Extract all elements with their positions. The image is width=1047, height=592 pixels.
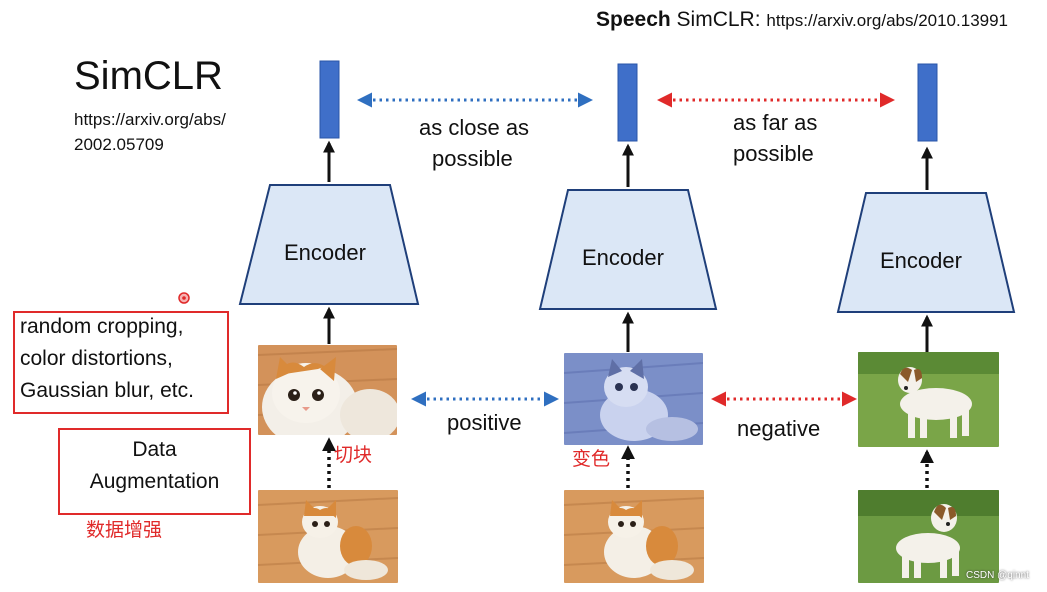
data-aug-line-1: Data — [132, 438, 177, 461]
aug-line-1: random cropping, — [20, 315, 184, 338]
blue-tinted-cat-photo-icon — [564, 353, 703, 445]
dog-bottom-photo — [858, 490, 999, 583]
positive-label: positive — [447, 410, 522, 435]
embedding-bar-1 — [319, 60, 340, 139]
cat-original-photo-2 — [564, 490, 704, 583]
data-augmentation-box: Data Augmentation — [58, 428, 251, 515]
encoder-label-3: Encoder — [880, 248, 962, 273]
embedding-bar-2 — [617, 63, 638, 142]
encoder-shape-3 — [836, 192, 1016, 313]
simclr-title: SimCLR — [74, 54, 223, 98]
speech-rest: SimCLR: — [670, 8, 767, 31]
cat-colored-photo — [564, 353, 703, 445]
annotation-color: 变色 — [572, 449, 611, 470]
speech-url[interactable]: https://arxiv.org/abs/2010.13991 — [766, 11, 1009, 30]
negative-label: negative — [737, 416, 821, 441]
cat-crop-photo — [258, 345, 397, 435]
far-label-line1: as far as — [733, 110, 818, 135]
dog-photo-icon — [858, 352, 999, 447]
watermark: CSDN @qinnt — [966, 570, 1029, 581]
cat-original-photo-1 — [258, 490, 398, 583]
annotation-crop: 切块 — [334, 445, 373, 466]
cursor-dot-core — [182, 296, 186, 300]
close-label-line1: as close as — [419, 115, 530, 140]
augmentation-methods-box: random cropping, color distortions, Gaus… — [13, 311, 229, 414]
data-aug-line-2: Augmentation — [89, 470, 220, 493]
embedding-bar-3 — [917, 63, 938, 142]
cat-photo-icon — [258, 490, 398, 583]
aug-line-3: Gaussian blur, etc. — [20, 379, 194, 402]
annotation-data-aug: 数据增强 — [86, 520, 163, 541]
encoder-label-1: Encoder — [284, 240, 366, 265]
speech-bold: Speech — [596, 8, 671, 31]
far-label-line2: possible — [733, 141, 814, 166]
simclr-url-line1[interactable]: https://arxiv.org/abs/ — [74, 110, 226, 129]
aug-line-2: color distortions, — [20, 347, 173, 370]
close-label-line2: possible — [432, 146, 513, 171]
speech-simclr-line: Speech SimCLR: https://arxiv.org/abs/201… — [596, 8, 1008, 32]
encoder-shape-2 — [538, 189, 718, 310]
encoder-shape-1 — [238, 184, 420, 305]
cat-photo-icon — [564, 490, 704, 583]
simclr-url-line2[interactable]: 2002.05709 — [74, 135, 164, 154]
encoder-label-2: Encoder — [582, 245, 664, 270]
dog-top-photo — [858, 352, 999, 447]
cat-photo-icon — [258, 345, 397, 435]
dog-photo-icon — [858, 490, 999, 583]
